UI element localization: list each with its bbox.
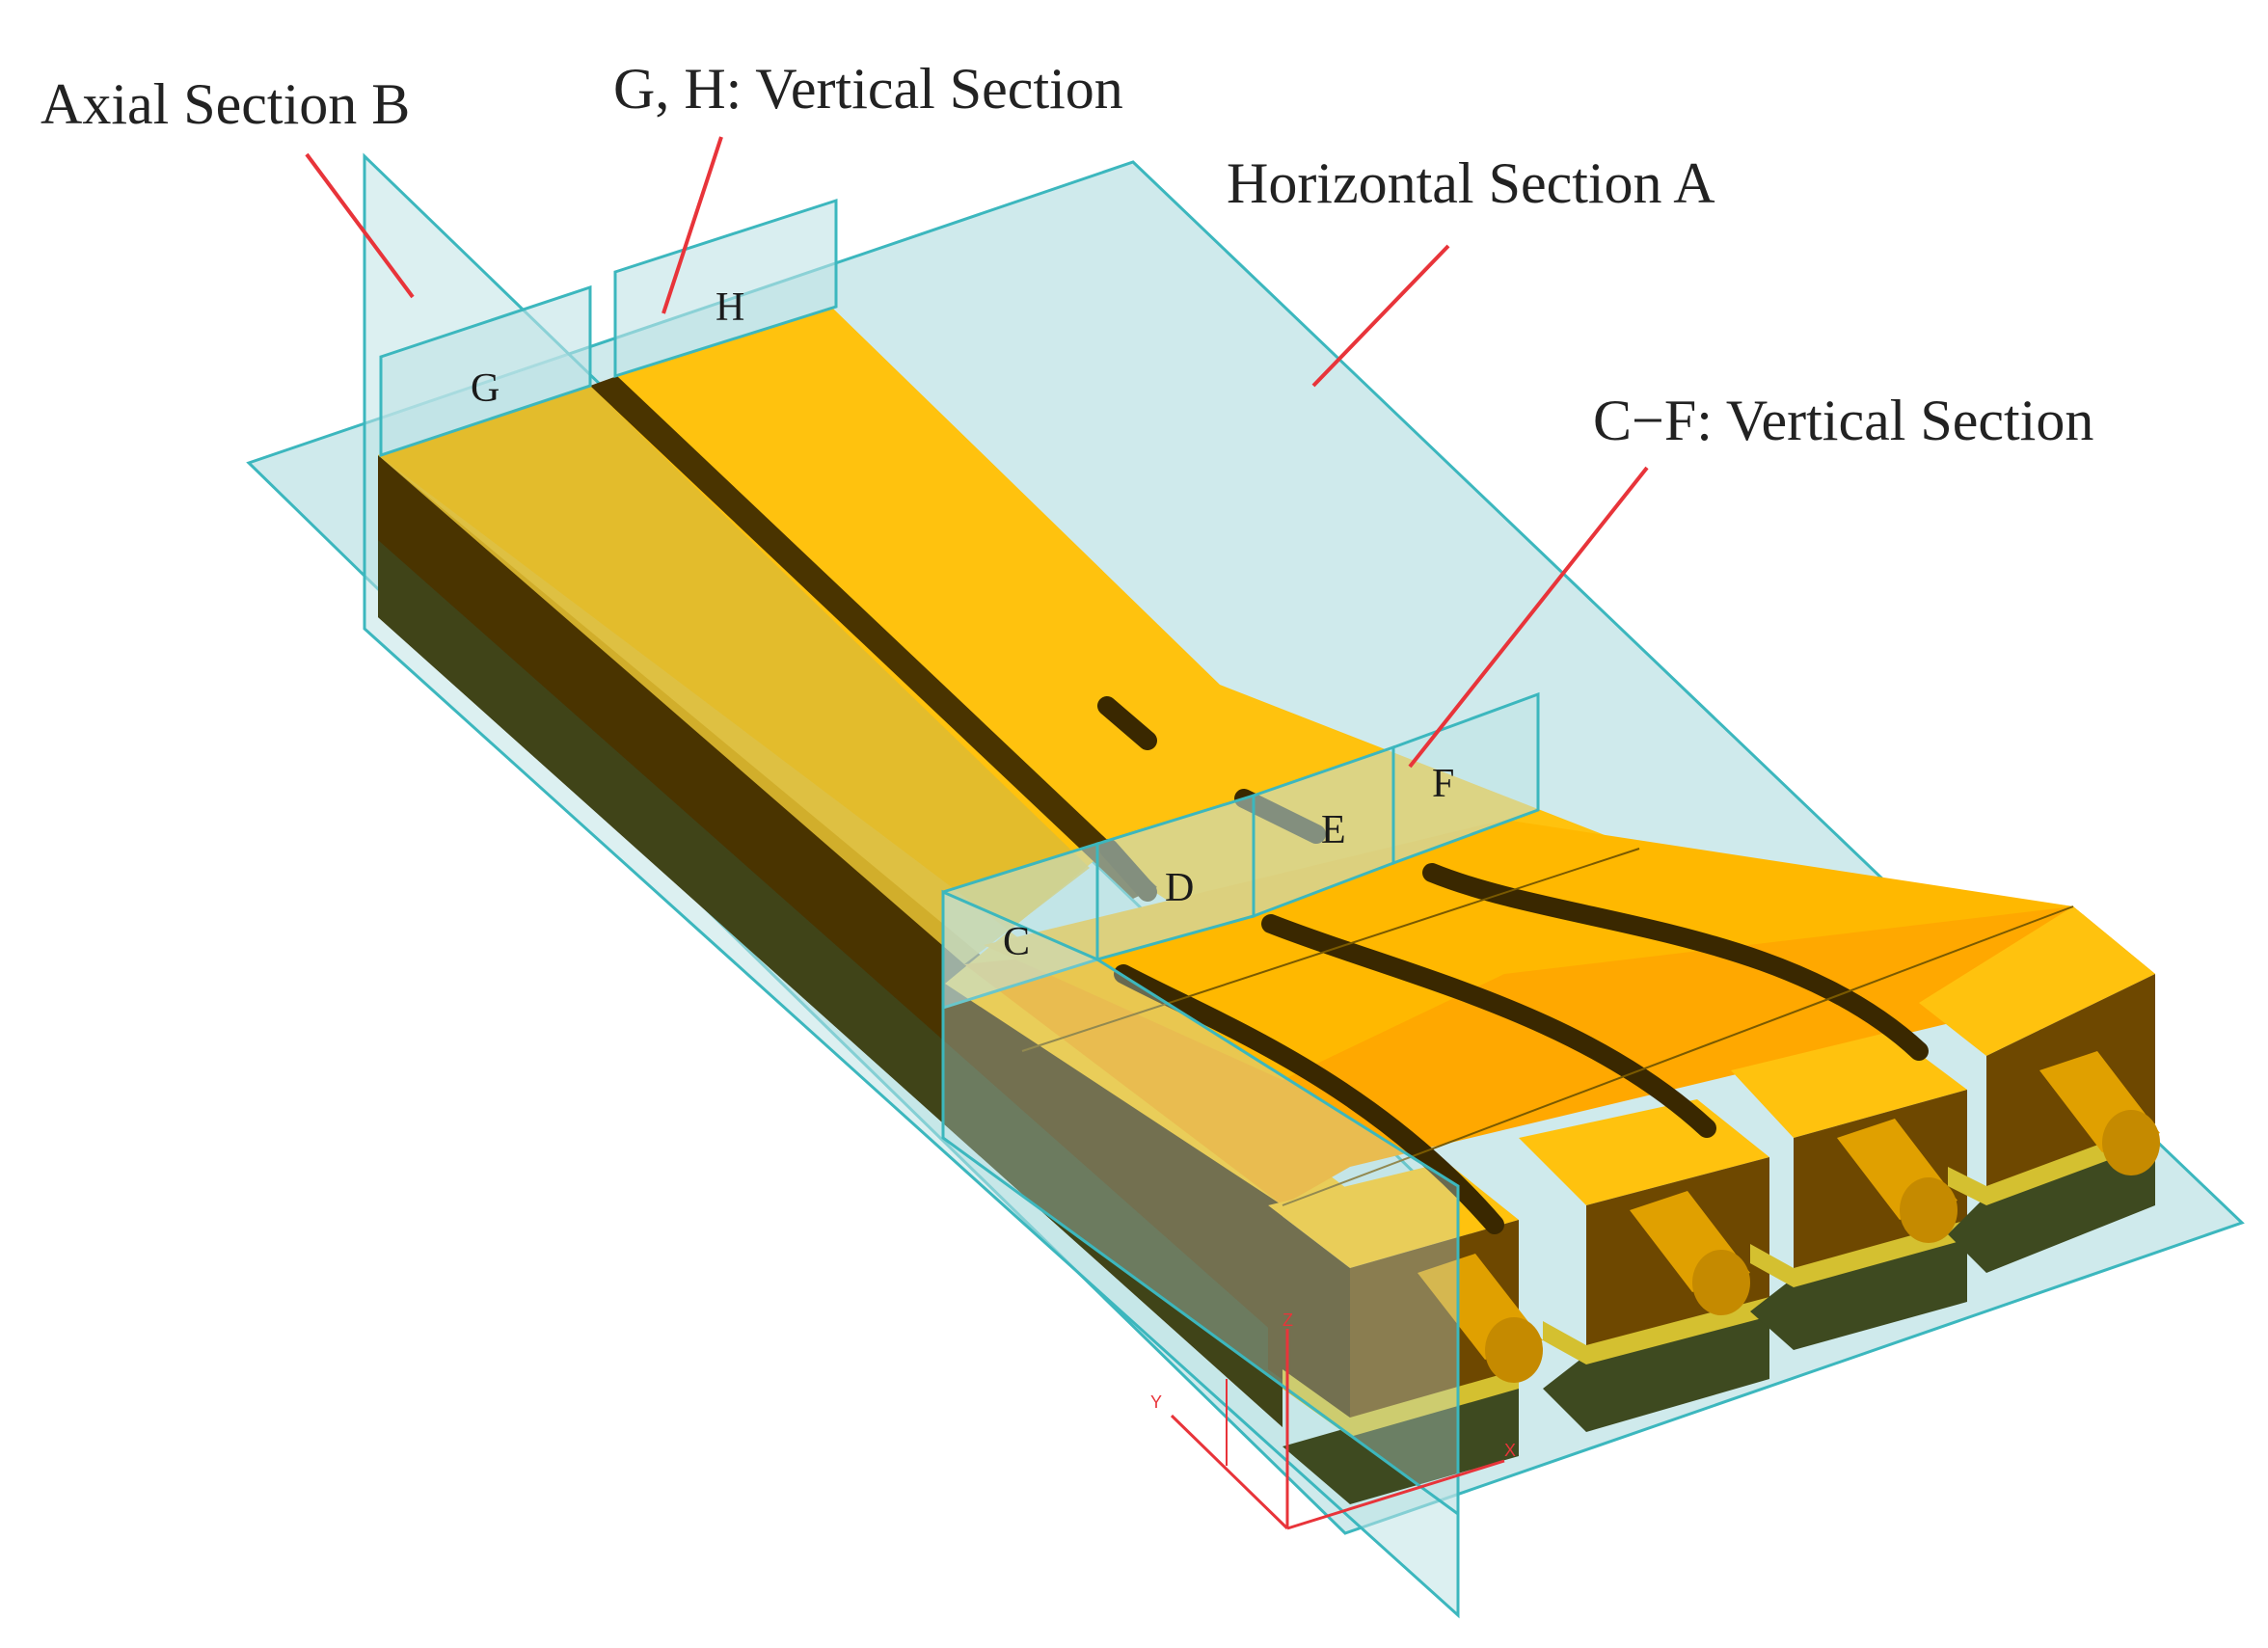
slot-curve-c xyxy=(1114,964,1504,1234)
section-label-h: H xyxy=(716,285,744,330)
leader-gh-vertical xyxy=(662,136,723,314)
right-arm-top-face xyxy=(617,307,2155,1022)
axis-x-label: X xyxy=(1504,1441,1516,1460)
pin-2 xyxy=(1630,1191,1750,1315)
left-arm-top-strip xyxy=(378,386,1090,964)
section-g-plane xyxy=(379,284,592,458)
section-h-plane xyxy=(613,198,838,379)
output-block-2-base xyxy=(1543,1307,1769,1432)
output-block-1-stripe xyxy=(1282,1369,1519,1437)
callout-axial-section-b: Axial Section B xyxy=(40,72,410,136)
section-label-f: F xyxy=(1432,762,1454,806)
section-f-plane xyxy=(1391,691,1540,866)
axis-z-label: Z xyxy=(1282,1310,1293,1330)
output-block-4-top xyxy=(1919,906,2155,1056)
pin-4 xyxy=(2039,1051,2160,1175)
center-groove xyxy=(590,376,1157,899)
slot-upper xyxy=(1097,696,1157,750)
slot-curve-d xyxy=(1261,914,1716,1138)
pin-1 xyxy=(1418,1254,1543,1383)
section-label-c: C xyxy=(1003,920,1030,964)
left-arm-lower-side xyxy=(378,540,1282,1427)
output-block-3-top xyxy=(1731,1032,1967,1138)
output-block-3-base xyxy=(1750,1229,1967,1350)
leader-horizontal-a xyxy=(1311,244,1450,388)
callout-horizontal-section-a: Horizontal Section A xyxy=(1227,151,1715,215)
section-label-g: G xyxy=(471,366,500,411)
fanout-divider-2 xyxy=(1282,905,2074,1206)
section-label-e: E xyxy=(1321,808,1346,852)
callout-gh-vertical-section: G, H: Vertical Section xyxy=(613,57,1123,121)
output-block-1-base xyxy=(1282,1379,1519,1504)
slot-curve-f xyxy=(1422,863,1929,1061)
callout-cf-vertical-section: C−F: Vertical Section xyxy=(1593,389,2093,452)
section-label-d: D xyxy=(1165,866,1194,910)
section-c-front-plane xyxy=(941,889,1460,1517)
output-block-4-base xyxy=(1948,1133,2155,1273)
pin-3 xyxy=(1837,1119,1958,1243)
axis-triad: Z Y X xyxy=(1150,1310,1516,1530)
leader-cf-vertical xyxy=(1408,466,1649,769)
axis-y-label: Y xyxy=(1150,1392,1162,1412)
fanout-divider xyxy=(1021,848,1640,1052)
leader-axial-b xyxy=(305,152,415,299)
